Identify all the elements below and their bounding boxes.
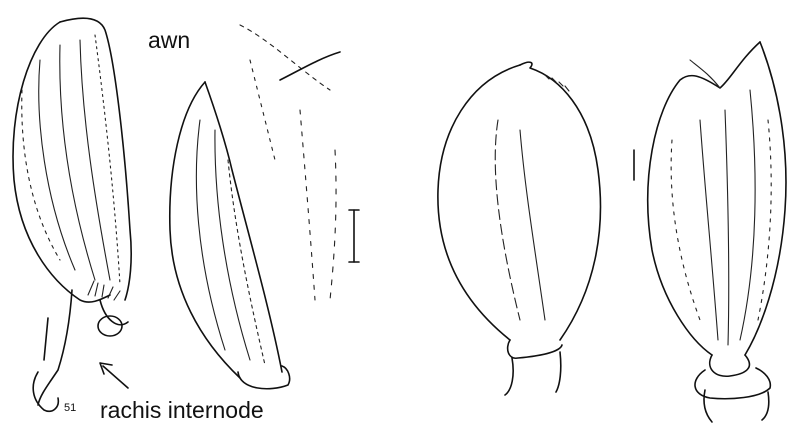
- glume-outline: [170, 25, 340, 389]
- right-spikelet-drawing: [438, 42, 786, 422]
- round-lemma-outline: [438, 62, 634, 395]
- awn-label-text: awn: [148, 27, 190, 53]
- hairy-palea-outline: [648, 42, 786, 422]
- scale-bar-left: [349, 210, 359, 262]
- specimen-mark: 51: [64, 402, 76, 414]
- awn-label: awn: [135, 10, 220, 65]
- lemma-outline: [13, 18, 131, 302]
- left-spikelet-drawing: awn rachis internode 51: [13, 10, 359, 423]
- rachis-internode-label: rachis internode: [100, 397, 264, 423]
